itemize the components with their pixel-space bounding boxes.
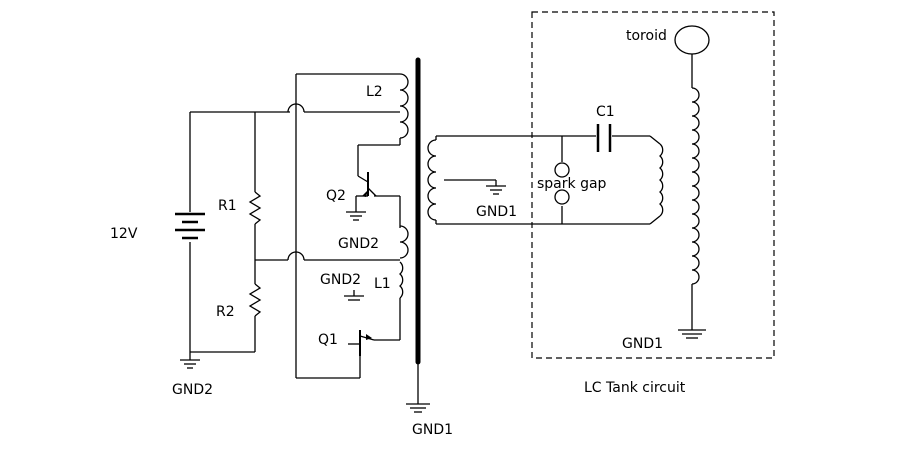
l2-label: L2 [366, 84, 383, 100]
tesla-secondary-coil [691, 87, 700, 285]
battery-branch [189, 111, 290, 353]
lc-tank-boundary [531, 11, 775, 359]
tank-coil [659, 143, 664, 217]
gnd2-l1-label: GND2 [320, 272, 361, 288]
c1-capacitor [596, 124, 612, 152]
toroid-symbol [674, 25, 710, 55]
gnd1-primary-label: GND1 [476, 204, 517, 220]
spark-gap-symbol [554, 162, 570, 205]
battery-label: 12V [110, 226, 138, 242]
c1-label: C1 [596, 104, 615, 120]
q2-transistor [355, 172, 377, 212]
toroid-label: toroid [626, 28, 667, 44]
r1-resistor [248, 191, 262, 225]
l1-label: L1 [374, 276, 391, 292]
l1-coil [399, 261, 404, 299]
driver-wiring [287, 73, 401, 379]
lc-tank-label: LC Tank circuit [584, 380, 686, 396]
tank-wiring [435, 135, 661, 225]
r2-resistor [248, 283, 262, 317]
r2-label: R2 [216, 304, 235, 320]
gnd1-primary-ground [486, 185, 506, 195]
gnd1-core-ground [406, 403, 430, 413]
gnd1-core-label: GND1 [412, 422, 453, 438]
resistor-column [248, 112, 288, 352]
gnd2-left-ground [180, 352, 200, 369]
secondary-coil [427, 139, 437, 221]
q2-label: Q2 [326, 188, 346, 204]
q1-transistor [348, 330, 375, 356]
gnd1-secondary-ground [678, 329, 706, 339]
q1-label: Q1 [318, 332, 338, 348]
gnd2-q2-label: GND2 [338, 236, 379, 252]
l2-coil [399, 73, 409, 139]
r1-label: R1 [218, 198, 237, 214]
gnd1-secondary-label: GND1 [622, 336, 663, 352]
gnd2-l1-ground [344, 290, 364, 301]
center-coil [399, 225, 409, 259]
spark-gap-label: spark gap [537, 176, 607, 192]
battery-symbol [175, 212, 205, 240]
gnd2-q2-ground [346, 211, 366, 221]
gnd2-left-label: GND2 [172, 382, 213, 398]
